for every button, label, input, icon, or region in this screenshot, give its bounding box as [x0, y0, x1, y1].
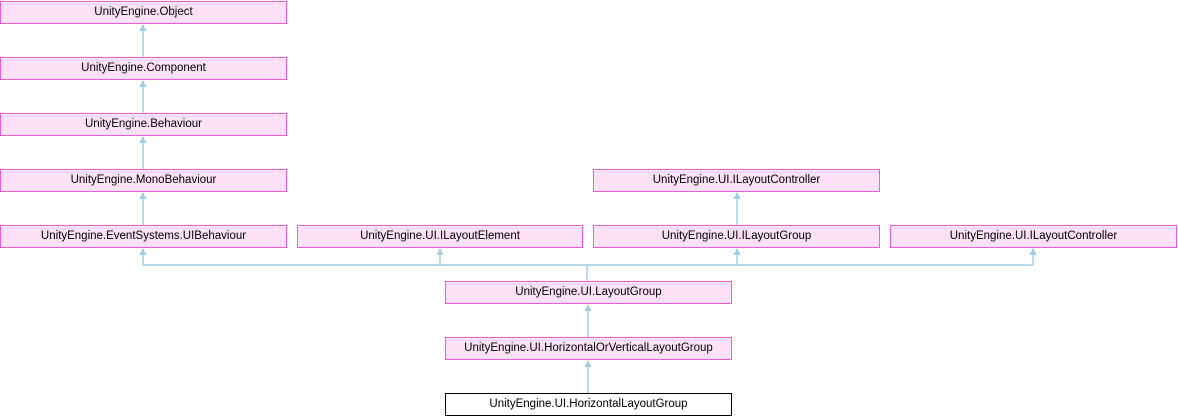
node-monobehaviour[interactable]: UnityEngine.MonoBehaviour [0, 169, 287, 192]
node-behaviour[interactable]: UnityEngine.Behaviour [0, 113, 287, 136]
edge-component-to-object [139, 24, 147, 57]
node-layoutgroup[interactable]: UnityEngine.UI.LayoutGroup [445, 281, 732, 304]
edge-layoutgroup-to-parents [139, 248, 1037, 281]
node-ilayoutgroup[interactable]: UnityEngine.UI.ILayoutGroup [593, 225, 880, 248]
node-horizontalorverticallayoutgroup[interactable]: UnityEngine.UI.HorizontalOrVerticalLayou… [445, 337, 732, 360]
edge-behaviour-to-component [139, 80, 147, 113]
node-object[interactable]: UnityEngine.Object [0, 1, 287, 24]
edge-horizontalorvertical-to-layoutgroup [584, 304, 592, 337]
edge-ilayoutgroup-to-ilayoutcontroller [733, 192, 741, 225]
node-ilayoutelement[interactable]: UnityEngine.UI.ILayoutElement [297, 225, 583, 248]
node-ilayoutcontroller-top[interactable]: UnityEngine.UI.ILayoutController [593, 169, 880, 192]
node-horizontallayoutgroup: UnityEngine.UI.HorizontalLayoutGroup [445, 393, 732, 416]
node-component[interactable]: UnityEngine.Component [0, 57, 287, 80]
edge-monobehaviour-to-behaviour [139, 136, 147, 169]
node-uibehaviour[interactable]: UnityEngine.EventSystems.UIBehaviour [0, 225, 287, 248]
edge-horizontallayoutgroup-to-horizontalorvertical [584, 360, 592, 393]
edge-uibehaviour-to-monobehaviour [139, 192, 147, 225]
node-ilayoutcontroller-right[interactable]: UnityEngine.UI.ILayoutController [890, 225, 1177, 248]
